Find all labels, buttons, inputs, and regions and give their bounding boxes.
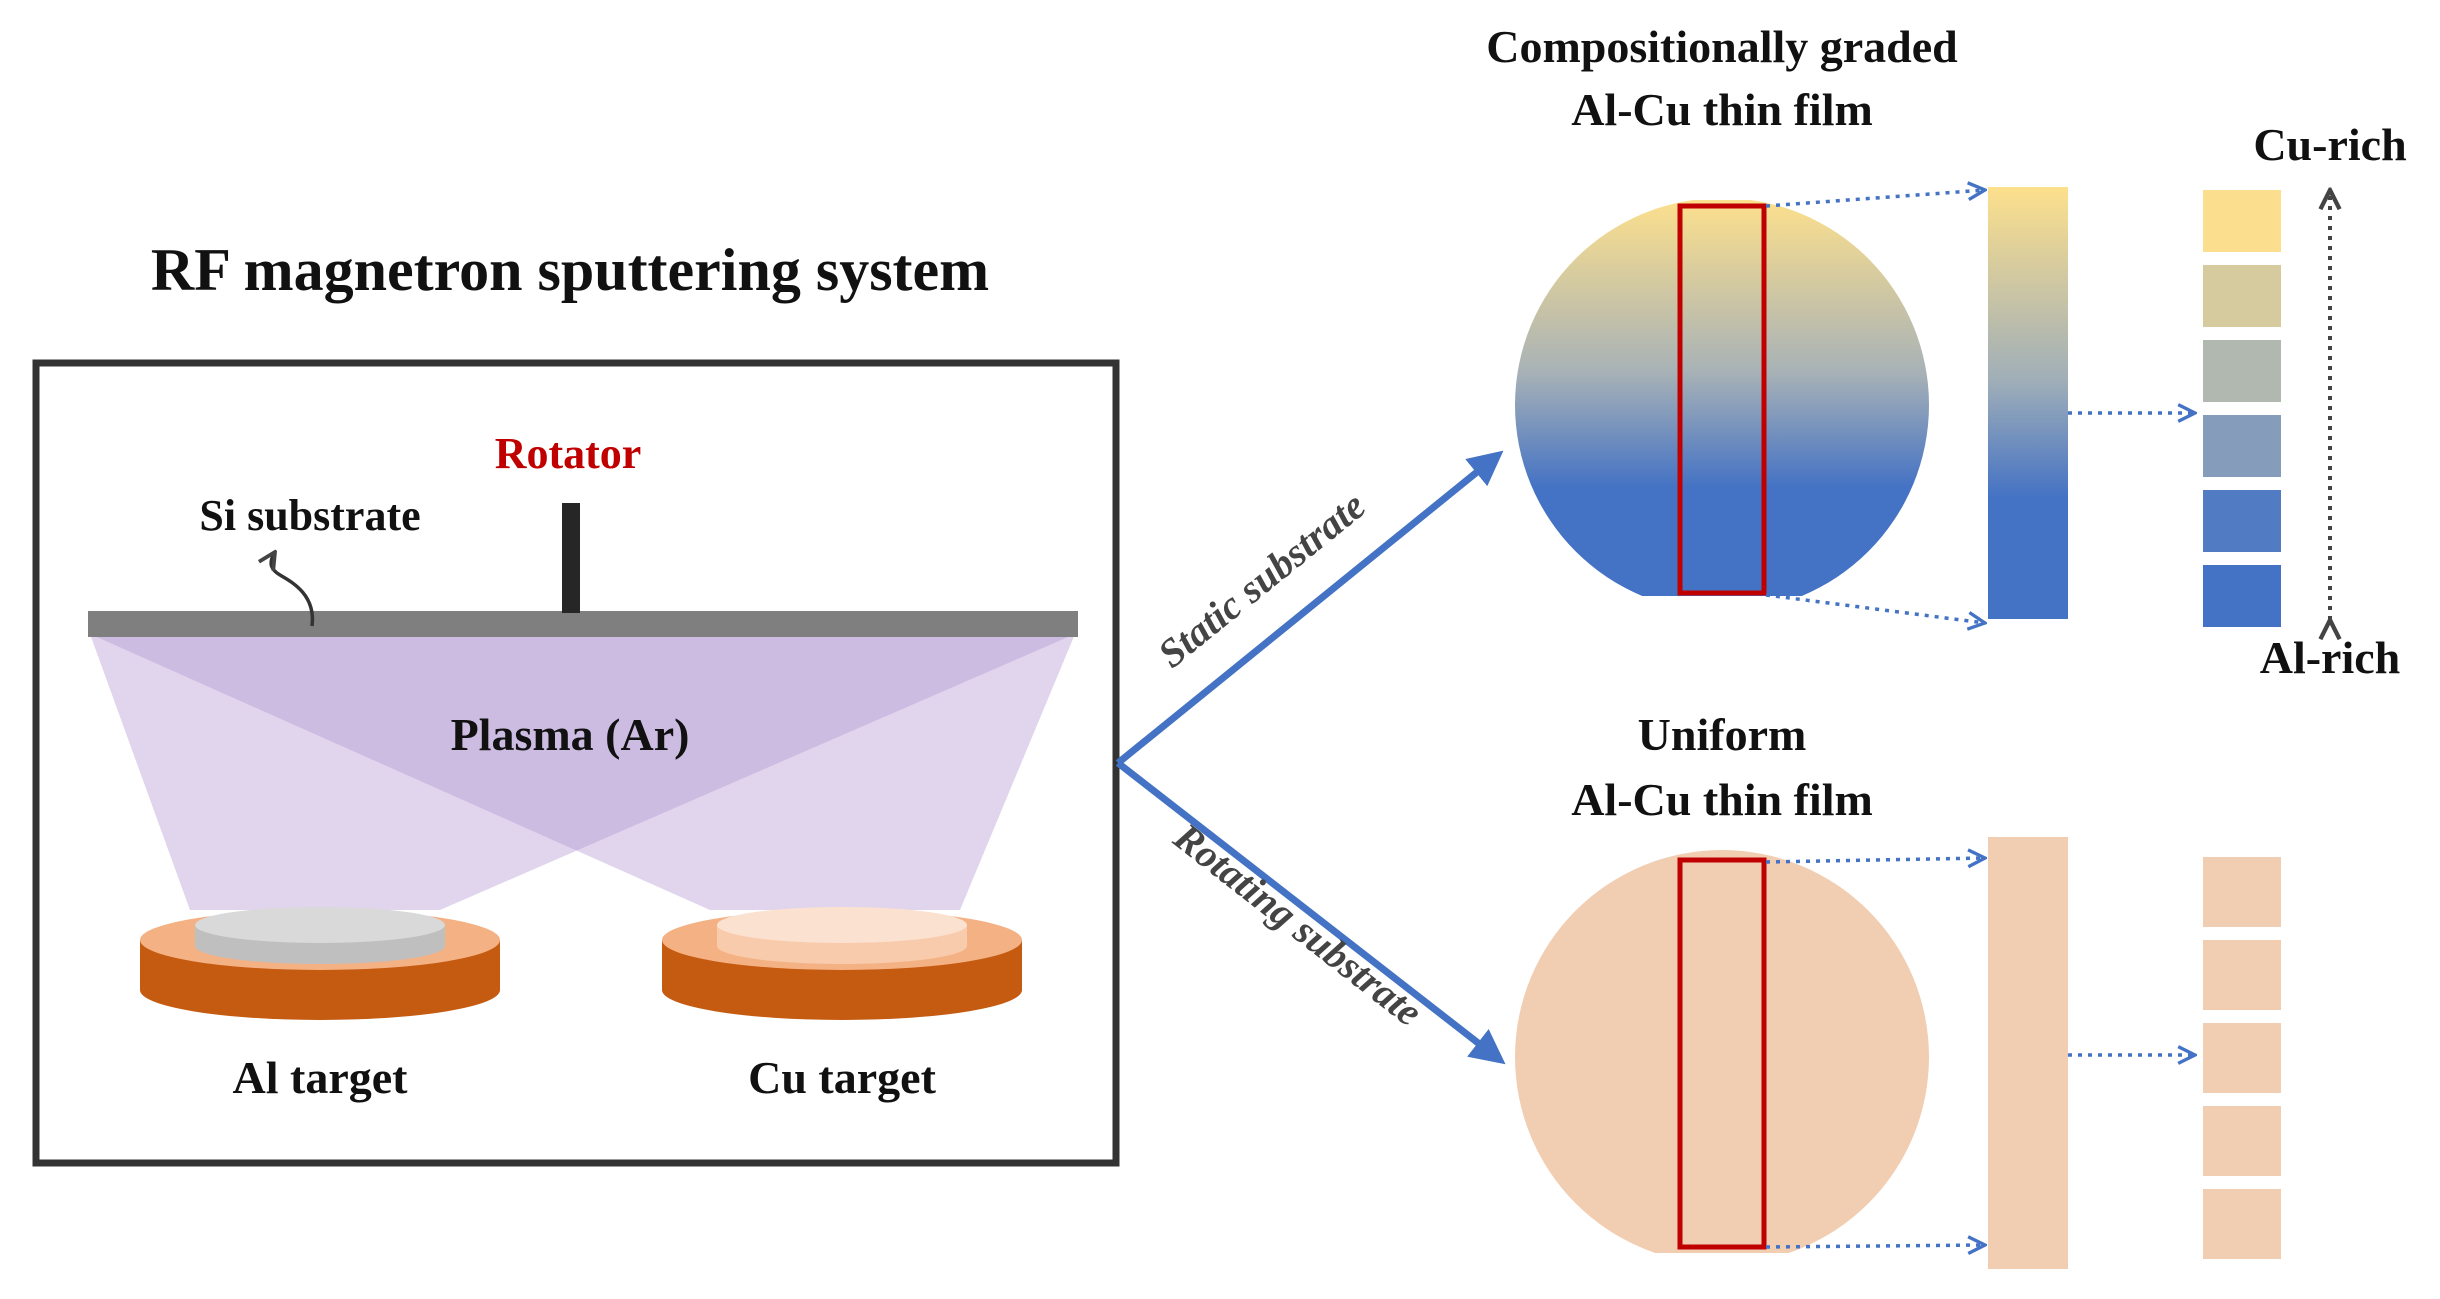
uniform-segment: [2203, 1023, 2281, 1093]
al-target: [140, 907, 500, 1020]
graded-dotted-bottom: [1765, 593, 1985, 623]
uniform-wafer: [1515, 850, 1929, 1253]
static-arrow: [1115, 450, 1504, 766]
rotating-arrow: [1115, 760, 1506, 1065]
graded-segment: [2203, 190, 2281, 252]
rotator-shaft: [562, 503, 580, 613]
rotator-label: Rotator: [495, 429, 642, 478]
uniform-strip: [1988, 837, 2068, 1269]
graded-wafer: [1515, 200, 1929, 596]
si-substrate: [88, 611, 1078, 637]
uniform-segment: [2203, 1189, 2281, 1259]
uniform-title-line1: Uniform: [1638, 709, 1807, 760]
cu-target: [662, 907, 1022, 1020]
uniform-dotted-top: [1765, 858, 1985, 862]
graded-dotted-top: [1765, 190, 1985, 208]
graded-strip: [1988, 187, 2068, 619]
cu-rich-label: Cu-rich: [2253, 119, 2406, 170]
substrate-label: Si substrate: [199, 491, 420, 540]
uniform-segment: [2203, 940, 2281, 1010]
uniform-dotted-bottom: [1765, 1245, 1985, 1247]
uniform-segment: [2203, 857, 2281, 927]
uniform-selection-box: [1677, 857, 1767, 1250]
graded-segment: [2203, 490, 2281, 552]
graded-selection-box: [1677, 203, 1767, 596]
rotating-label: Rotating substrate: [1165, 813, 1431, 1035]
graded-title-line1: Compositionally graded: [1486, 21, 1958, 72]
al-target-label: Al target: [233, 1052, 409, 1103]
graded-segment: [2203, 565, 2281, 627]
graded-segments: [2203, 190, 2281, 627]
plasma-cone-right: [90, 634, 1075, 910]
graded-segment: [2203, 415, 2281, 477]
graded-title-line2: Al-Cu thin film: [1571, 84, 1873, 135]
uniform-segment: [2203, 1106, 2281, 1176]
uniform-title-line2: Al-Cu thin film: [1571, 774, 1873, 825]
plasma-cone-left: [90, 634, 1075, 910]
substrate-pointer-arrow: [271, 552, 315, 627]
uniform-segments: [2203, 857, 2281, 1259]
graded-segment: [2203, 340, 2281, 402]
cu-target-label: Cu target: [748, 1052, 936, 1103]
plasma-label: Plasma (Ar): [451, 709, 690, 760]
al-rich-label: Al-rich: [2260, 632, 2401, 683]
graded-segment: [2203, 265, 2281, 327]
chamber-frame: [32, 359, 1120, 1167]
system-title: RF magnetron sputtering system: [151, 237, 989, 303]
